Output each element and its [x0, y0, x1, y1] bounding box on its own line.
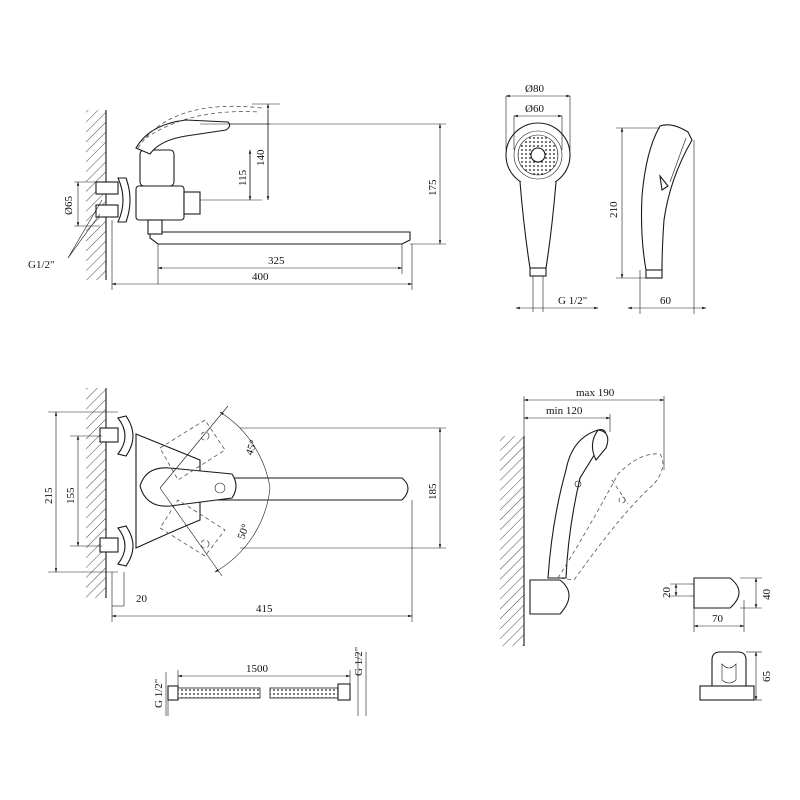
hose-view: G 1/2" 1500 G 1/2"	[153, 647, 367, 716]
spout-top	[199, 477, 409, 501]
eccentric-upper	[95, 181, 119, 195]
flange	[117, 177, 131, 223]
diverter-knob	[183, 191, 201, 215]
shower-head-side-view: 210 60	[608, 124, 707, 314]
dim-small-20: 20	[661, 587, 673, 599]
dim-215: 215	[43, 487, 55, 504]
dim-diameter-60: Ø60	[525, 103, 544, 115]
dim-20: 20	[136, 593, 148, 605]
dim-415: 415	[256, 603, 273, 615]
dim-diameter-80: Ø80	[525, 83, 544, 95]
lever-swing	[137, 105, 263, 149]
eccentric-lower	[95, 204, 119, 218]
dim-155: 155	[65, 487, 77, 504]
front-mixer-view: Ø65 G1/2" 115 140 175 325 400	[28, 103, 446, 290]
shower-head-front-view: Ø80 Ø60 G 1/2"	[505, 83, 599, 312]
handle-front	[519, 181, 557, 269]
lever-top	[139, 467, 237, 507]
dim-small-70: 70	[712, 613, 724, 625]
dim-60: 60	[660, 295, 672, 307]
mixer-body	[135, 185, 185, 221]
dim-small-65: 65	[761, 671, 773, 683]
dim-diameter-65: Ø65	[63, 196, 75, 215]
handle-tail	[529, 267, 547, 277]
bracket	[529, 579, 570, 615]
dim-thread: G1/2"	[28, 259, 55, 271]
dim-min-120: min 120	[546, 405, 583, 417]
spout	[149, 229, 411, 245]
dim-140: 140	[255, 149, 267, 166]
dim-210: 210	[608, 201, 620, 218]
top-mixer-view: 215 155 185 45° 50° 20 415	[43, 388, 446, 622]
dim-thread-head: G 1/2"	[558, 295, 587, 307]
dim-hose-thread-left: G 1/2"	[153, 679, 165, 708]
dim-angle-50: 50°	[236, 522, 253, 541]
dim-185: 185	[427, 483, 439, 500]
handle-side	[640, 124, 693, 271]
dim-hose-thread-right: G 1/2"	[353, 647, 365, 676]
handle-inserted	[547, 429, 607, 579]
lever	[135, 119, 231, 155]
dim-400: 400	[252, 271, 269, 283]
dim-115: 115	[237, 169, 249, 186]
hose-right-segment	[269, 687, 339, 699]
dim-hose-length: 1500	[246, 663, 269, 675]
dim-small-40: 40	[761, 589, 773, 601]
cartridge-column	[139, 149, 175, 187]
dim-175: 175	[427, 179, 439, 196]
holder-side	[693, 577, 740, 609]
dim-angle-45: 45°	[244, 438, 261, 457]
hose-left-segment	[177, 687, 261, 699]
holder-small-view: 20 40 70 65	[661, 577, 773, 701]
dim-max-190: max 190	[576, 387, 615, 399]
wall-hatch	[86, 110, 106, 280]
dim-325: 325	[268, 255, 285, 267]
holder-mount-view: max 190 min 120	[500, 387, 665, 646]
